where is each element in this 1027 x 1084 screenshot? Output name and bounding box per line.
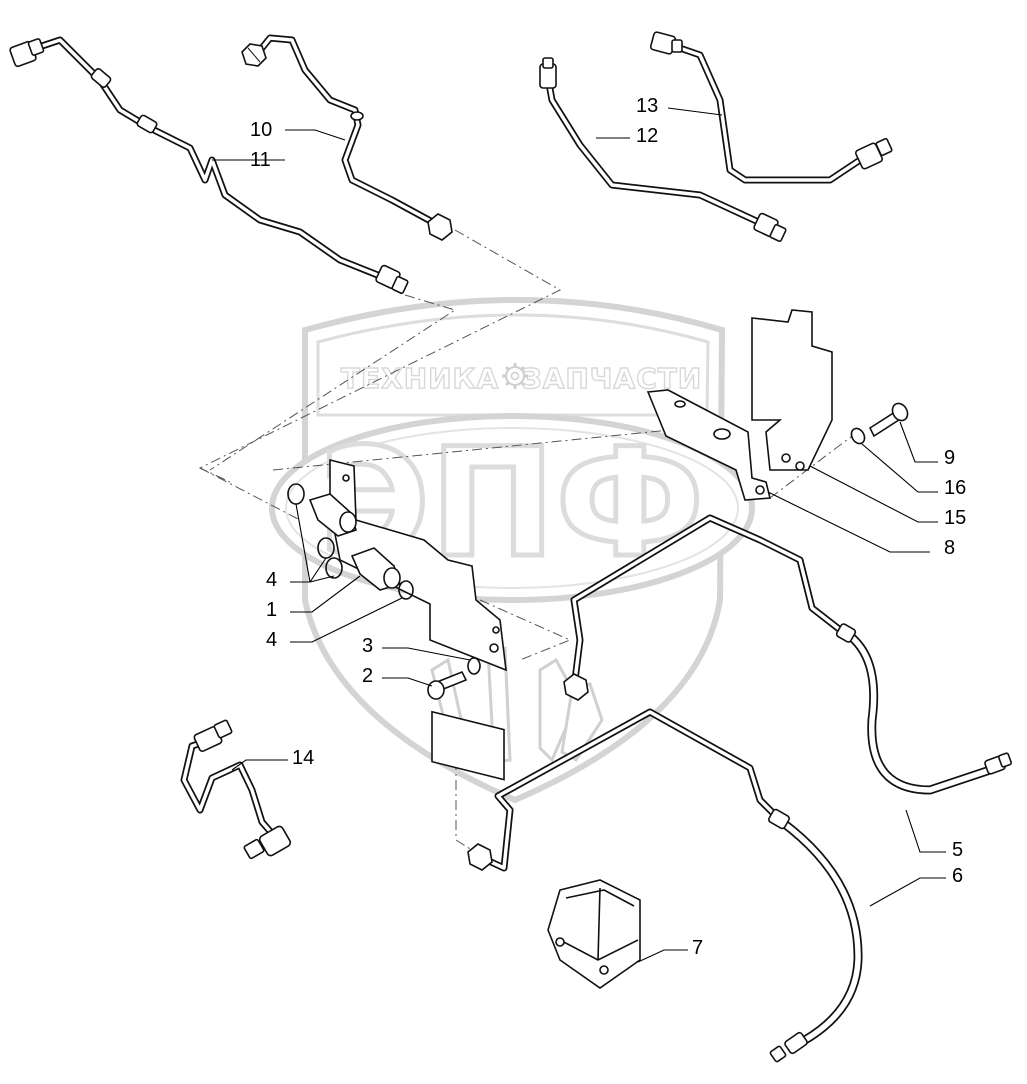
bracket-8-hole-a	[674, 400, 686, 408]
bracket-hole-2	[489, 643, 499, 653]
callout-14: 14	[292, 747, 314, 769]
callout-labels: 10 11 13 12 9 16 15 8 4 1 4 3 2 14 5 6 7	[250, 95, 966, 959]
nut-10-bottom	[427, 213, 453, 241]
washer-3	[467, 657, 481, 675]
leader-13	[667, 107, 723, 116]
callout-6: 6	[952, 865, 963, 887]
leader-16	[861, 443, 938, 493]
leader-8	[767, 491, 930, 553]
sleeve-11-a	[90, 68, 112, 88]
bracket-hole-1	[342, 474, 350, 482]
leader-7	[637, 949, 688, 963]
watermark-shield-inner	[316, 313, 710, 417]
leader-9	[899, 421, 938, 463]
callout-3: 3	[362, 635, 373, 657]
leader-15	[809, 465, 938, 523]
pipe-11	[9, 36, 409, 295]
callout-12: 12	[636, 125, 658, 147]
callout-7: 7	[692, 937, 703, 959]
sleeve-11-b	[136, 114, 158, 134]
pipe-14	[180, 719, 292, 860]
callout-9: 9	[944, 447, 955, 469]
o-ring-4-c	[325, 557, 343, 579]
callout-1: 1	[266, 599, 277, 621]
watermark-oval-inner	[285, 427, 739, 589]
gear-icon	[502, 363, 528, 389]
mounting-bracket	[329, 458, 507, 781]
bolt-9	[868, 402, 909, 438]
fitting-11-right	[375, 264, 409, 295]
bracket-8-hole-b	[713, 428, 731, 440]
bracket-tab	[431, 710, 505, 781]
leader-5	[905, 809, 946, 853]
callout-4-b: 4	[266, 629, 277, 651]
callout-16: 16	[944, 477, 966, 499]
valve-1-upper	[308, 493, 358, 537]
callout-2: 2	[362, 665, 373, 687]
clamp-7	[547, 879, 641, 989]
leader-1	[290, 575, 361, 613]
watermark-text-left: ТЕХНИКА	[341, 362, 499, 395]
coupler-6	[769, 1031, 808, 1063]
callout-11: 11	[250, 149, 271, 171]
callout-5: 5	[952, 839, 963, 861]
pipe-13	[649, 31, 893, 184]
leader-3	[382, 647, 471, 661]
callout-13: 13	[636, 95, 658, 117]
leader-6	[869, 877, 946, 907]
nut-6-end	[467, 843, 493, 871]
coupler-5	[984, 752, 1012, 775]
o-ring-4-d	[398, 580, 414, 600]
nut-5-end	[563, 673, 589, 701]
bracket-8	[646, 389, 772, 501]
pipe-10	[241, 34, 453, 241]
fitting-14-top	[193, 719, 233, 753]
callout-15: 15	[944, 507, 966, 529]
crimp-6	[768, 808, 790, 830]
hose-6	[467, 708, 863, 1063]
clamp-7-hole-a	[555, 937, 565, 947]
leader-lines	[212, 107, 946, 963]
plate-15-hole-a	[781, 453, 791, 463]
callout-8: 8	[944, 537, 955, 559]
callout-4-a: 4	[266, 569, 277, 591]
clamp-7-hole-b	[599, 965, 609, 975]
fitting-13-top	[649, 31, 683, 55]
fitting-13-right	[854, 137, 893, 170]
bracket-8-hole-c	[755, 485, 765, 495]
pipe-12	[539, 57, 787, 243]
bracket-hole-3	[492, 626, 500, 634]
hose-5	[563, 514, 1012, 795]
fitting-14-bottom	[243, 825, 292, 860]
fitting-11-left	[9, 38, 45, 68]
callout-10: 10	[250, 119, 272, 141]
watermark-text-right: ЗАПЧАСТИ	[522, 362, 702, 395]
leader-10	[285, 129, 346, 141]
washer-16	[850, 427, 866, 445]
leader-14	[231, 759, 288, 771]
plate-15-hole-b	[795, 461, 805, 471]
tube-end-10	[350, 111, 364, 121]
fitting-12-bottom	[753, 212, 787, 243]
leader-4-b	[290, 597, 403, 643]
plate-15	[751, 309, 833, 471]
fitting-12-top	[539, 57, 557, 89]
crimp-5	[835, 623, 857, 643]
nut-10-top	[241, 43, 267, 67]
leader-2	[382, 677, 433, 687]
leader-4-a	[290, 503, 335, 583]
